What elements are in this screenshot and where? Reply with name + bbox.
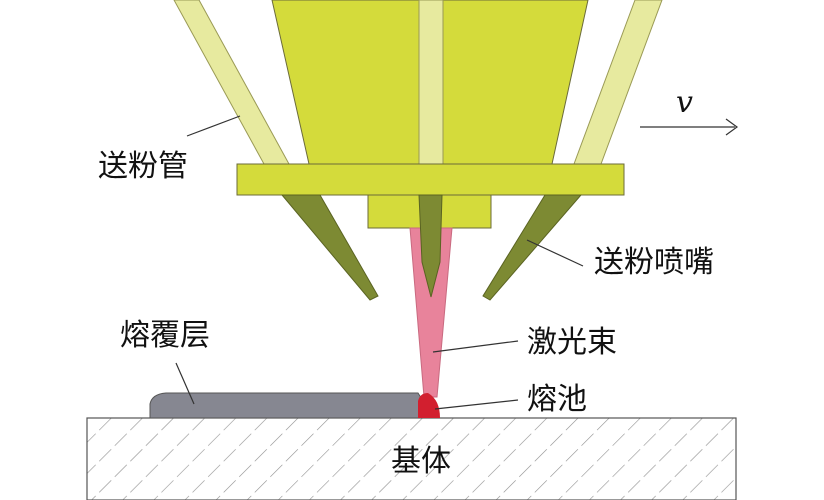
cladding-layer bbox=[149, 392, 435, 419]
leader-powder-tube bbox=[186, 115, 241, 137]
powder-nozzle-tip-left bbox=[280, 194, 379, 301]
leader-laser-beam bbox=[432, 340, 519, 353]
nozzle-plate bbox=[236, 163, 625, 196]
label-melt-pool: 熔池 bbox=[527, 382, 587, 417]
powder-nozzle-tip-right bbox=[482, 194, 583, 301]
substrate-block bbox=[86, 417, 737, 500]
leader-cladding bbox=[175, 362, 195, 405]
label-laser-beam: 激光束 bbox=[527, 325, 617, 360]
center-powder-channel bbox=[418, 0, 444, 165]
powder-nozzle-tip-center bbox=[418, 194, 443, 298]
leader-powder-nozzle bbox=[526, 239, 584, 267]
melt-pool-shape bbox=[418, 393, 440, 418]
label-velocity: v bbox=[676, 85, 693, 120]
velocity-arrow-head bbox=[725, 118, 739, 136]
powder-tube-left bbox=[173, 0, 290, 165]
leader-melt-pool bbox=[434, 399, 519, 410]
powder-tube-right bbox=[573, 0, 663, 165]
label-substrate: 基体 bbox=[391, 444, 451, 479]
label-powder-nozzle: 送粉喷嘴 bbox=[594, 245, 714, 280]
label-cladding-layer: 熔覆层 bbox=[120, 318, 210, 353]
label-powder-tube: 送粉管 bbox=[98, 149, 188, 184]
